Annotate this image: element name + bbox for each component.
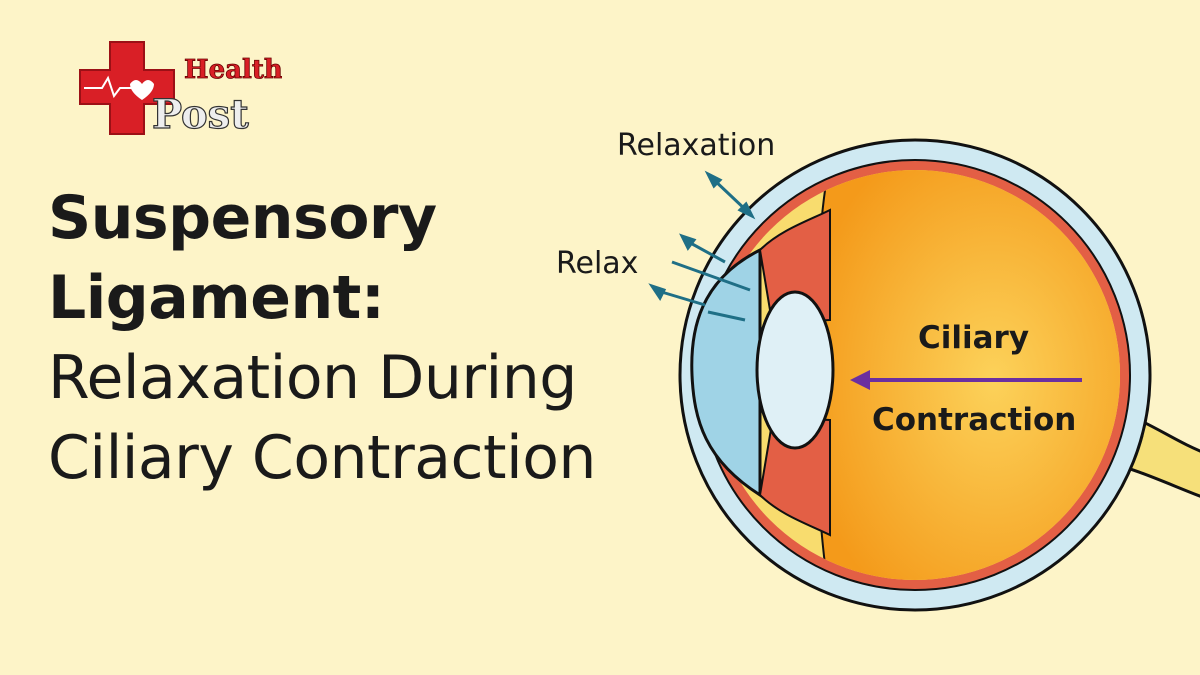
relaxation-arrows [648, 170, 756, 322]
red-cross-icon [79, 41, 175, 135]
label-relax: Relax [556, 246, 639, 281]
label-relaxation: Relaxation [617, 128, 776, 163]
healthy-post-logo: Healthy Post [79, 41, 282, 138]
svg-text:Healthy: Healthy [184, 55, 282, 85]
svg-text:Post: Post [152, 91, 249, 138]
page-title: Suspensory Ligament: Relaxation During C… [48, 178, 596, 498]
contraction-arrow [850, 370, 1082, 390]
lens [755, 290, 835, 450]
title-line-4: Ciliary Contraction [48, 423, 596, 493]
label-ciliary: Ciliary [918, 320, 1030, 356]
label-contraction: Contraction [872, 402, 1077, 438]
title-line-2: Ligament: [48, 263, 385, 333]
title-line-1: Suspensory [48, 183, 437, 253]
title-line-3: Relaxation During [48, 343, 577, 413]
